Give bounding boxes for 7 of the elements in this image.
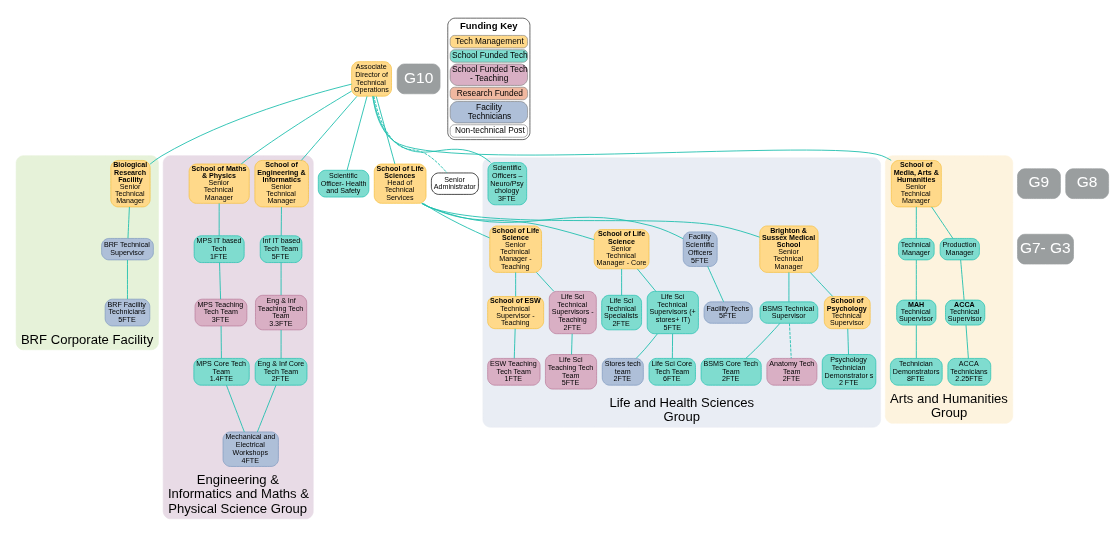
legend-label: Facility Technicians — [467, 101, 512, 121]
legend-label: School Funded Tech — [451, 50, 528, 61]
legend-label: Non-technical Post — [454, 125, 525, 136]
legend-label: Tech Management — [455, 35, 524, 46]
legend-label: Research Funded — [456, 87, 523, 98]
legend-label: School Funded Tech - Teaching — [451, 64, 528, 84]
label: Funding Key — [459, 19, 518, 31]
